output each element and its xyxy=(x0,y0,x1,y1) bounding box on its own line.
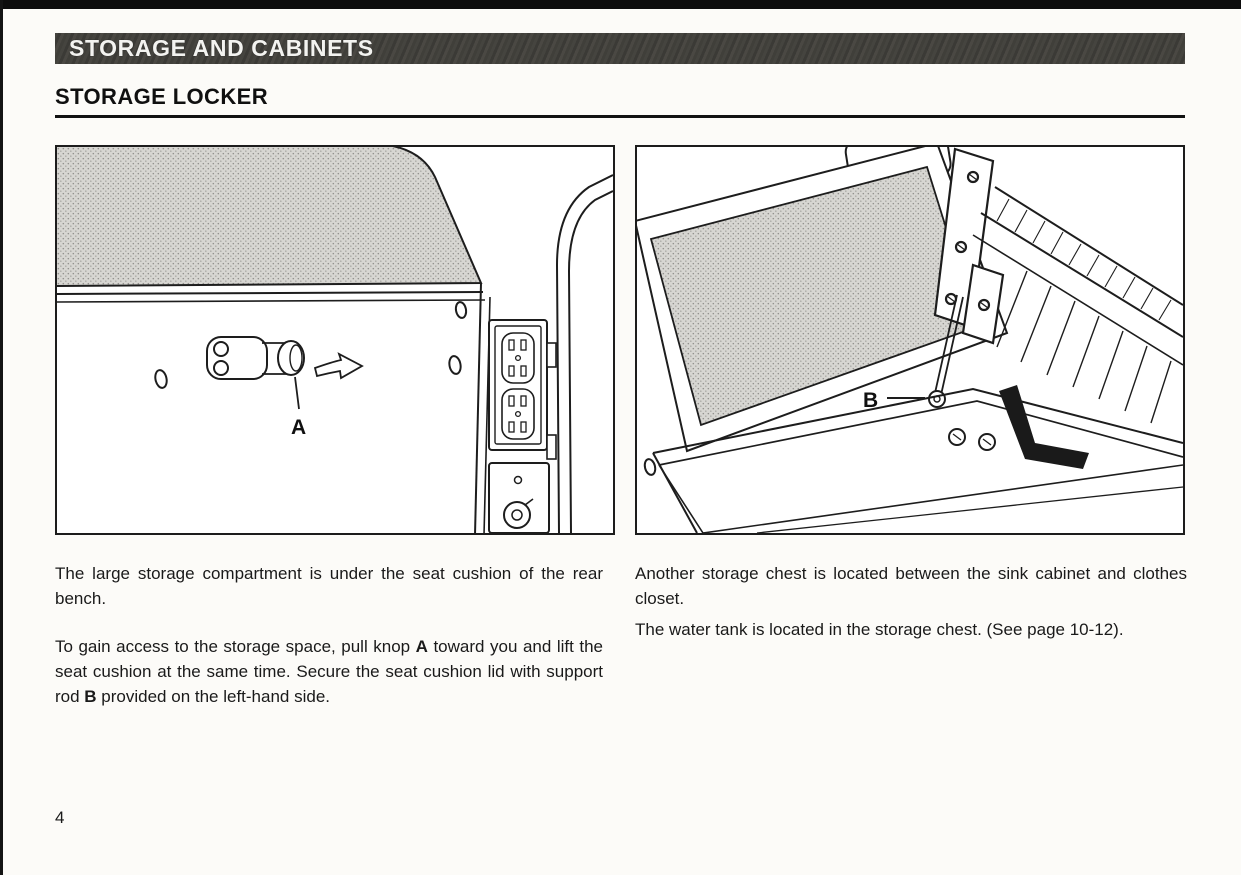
interior-ribs xyxy=(996,270,1172,424)
fastener-knobs xyxy=(948,428,996,451)
figure-storage-locker: A xyxy=(55,145,615,535)
text-column-right: Another storage chest is located between… xyxy=(635,562,1187,650)
seat-cushion xyxy=(57,147,486,303)
left-paragraph-2: To gain access to the storage space, pul… xyxy=(55,637,603,706)
scan-edge-left xyxy=(0,0,3,875)
page-number: 4 xyxy=(55,808,65,827)
right-paragraph-2: The water tank is located in the storage… xyxy=(635,620,1124,640)
scan-edge-top xyxy=(0,0,1241,9)
latch-strut xyxy=(999,385,1089,469)
electrical-outlet-panel xyxy=(488,319,548,451)
figure-label-a: A xyxy=(291,416,306,439)
mounting-bracket xyxy=(933,147,1005,345)
open-lid xyxy=(637,147,1009,453)
text-column-left: The large storage compartment is under t… xyxy=(55,562,603,733)
storage-chest-illustration: B xyxy=(637,147,1183,533)
right-paragraph-1: Another storage chest is located between… xyxy=(635,564,1187,608)
inline-label-b: B xyxy=(84,686,97,706)
door-frame xyxy=(555,174,613,533)
shelf-board xyxy=(972,186,1183,366)
section-header-band: STORAGE AND CABINETS xyxy=(55,33,1185,64)
left-paragraph-1: The large storage compartment is under t… xyxy=(55,564,603,608)
lower-panel xyxy=(488,462,550,533)
inline-label-a: A xyxy=(415,637,428,657)
pull-direction-arrow xyxy=(313,352,364,380)
pull-knob xyxy=(206,336,364,410)
figure-storage-chest: B xyxy=(635,145,1185,535)
seat-cushion-illustration: A xyxy=(57,147,613,533)
subsection-title: STORAGE LOCKER xyxy=(55,84,268,109)
section-title: STORAGE AND CABINETS xyxy=(69,35,374,61)
chest-rim xyxy=(643,387,1183,533)
title-rule xyxy=(55,115,1185,118)
figure-label-b: B xyxy=(863,389,878,412)
